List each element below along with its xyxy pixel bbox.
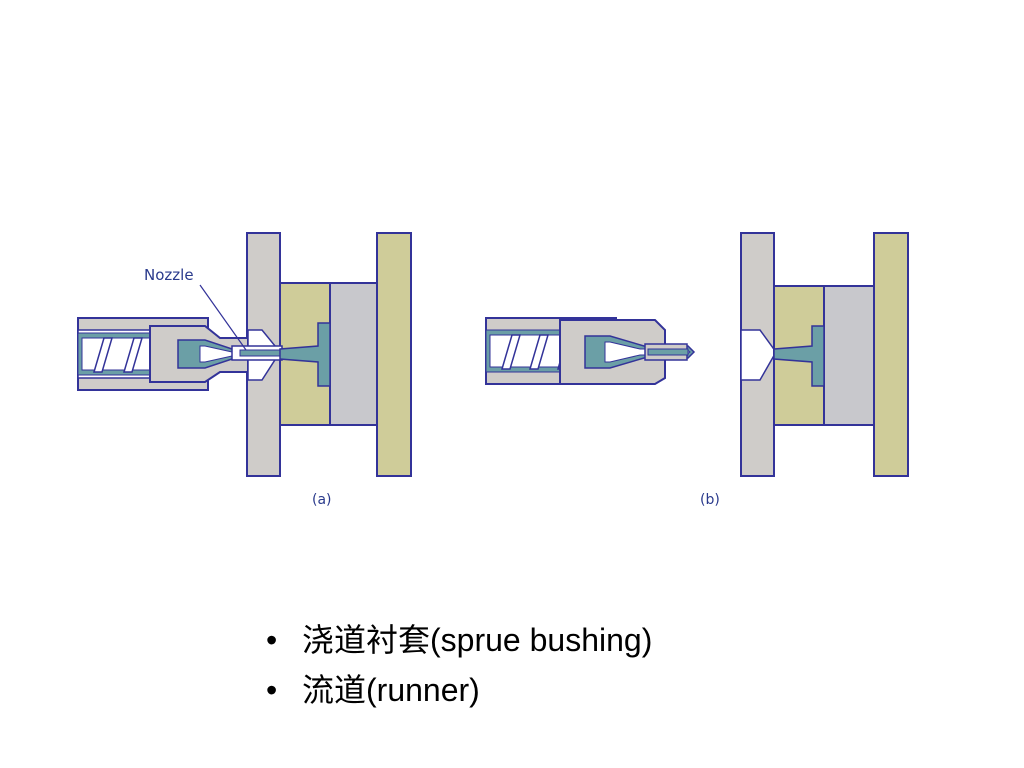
nozzle-leader-line [199,284,247,351]
figure-b: (b) [485,232,909,508]
runner-b [773,325,825,387]
caption-a: (a) [312,492,332,508]
bullet-list: • 浇道衬套(sprue bushing) • 流道(runner) [266,615,652,715]
figure-a: Nozzle (a) [77,232,412,508]
bullet-marker: • [266,672,278,708]
moving-platen-a [376,232,412,477]
cavity-plate-a [329,282,378,426]
bullet-text: 流道(runner) [302,672,480,708]
runner-a [279,322,331,387]
bullet-marker: • [266,622,278,658]
bullet-item-sprue-bushing: • 浇道衬套(sprue bushing) [266,615,652,665]
sprue-bushing-b [740,329,777,381]
bullet-text: 浇道衬套(sprue bushing) [302,622,653,658]
nozzle-label: Nozzle [144,266,194,284]
bullet-item-runner: • 流道(runner) [266,665,652,715]
moving-platen-b [873,232,909,477]
caption-b: (b) [700,492,720,508]
injection-mold-diagram: Nozzle (a) (b) [77,232,909,508]
cavity-plate-b [823,285,875,426]
